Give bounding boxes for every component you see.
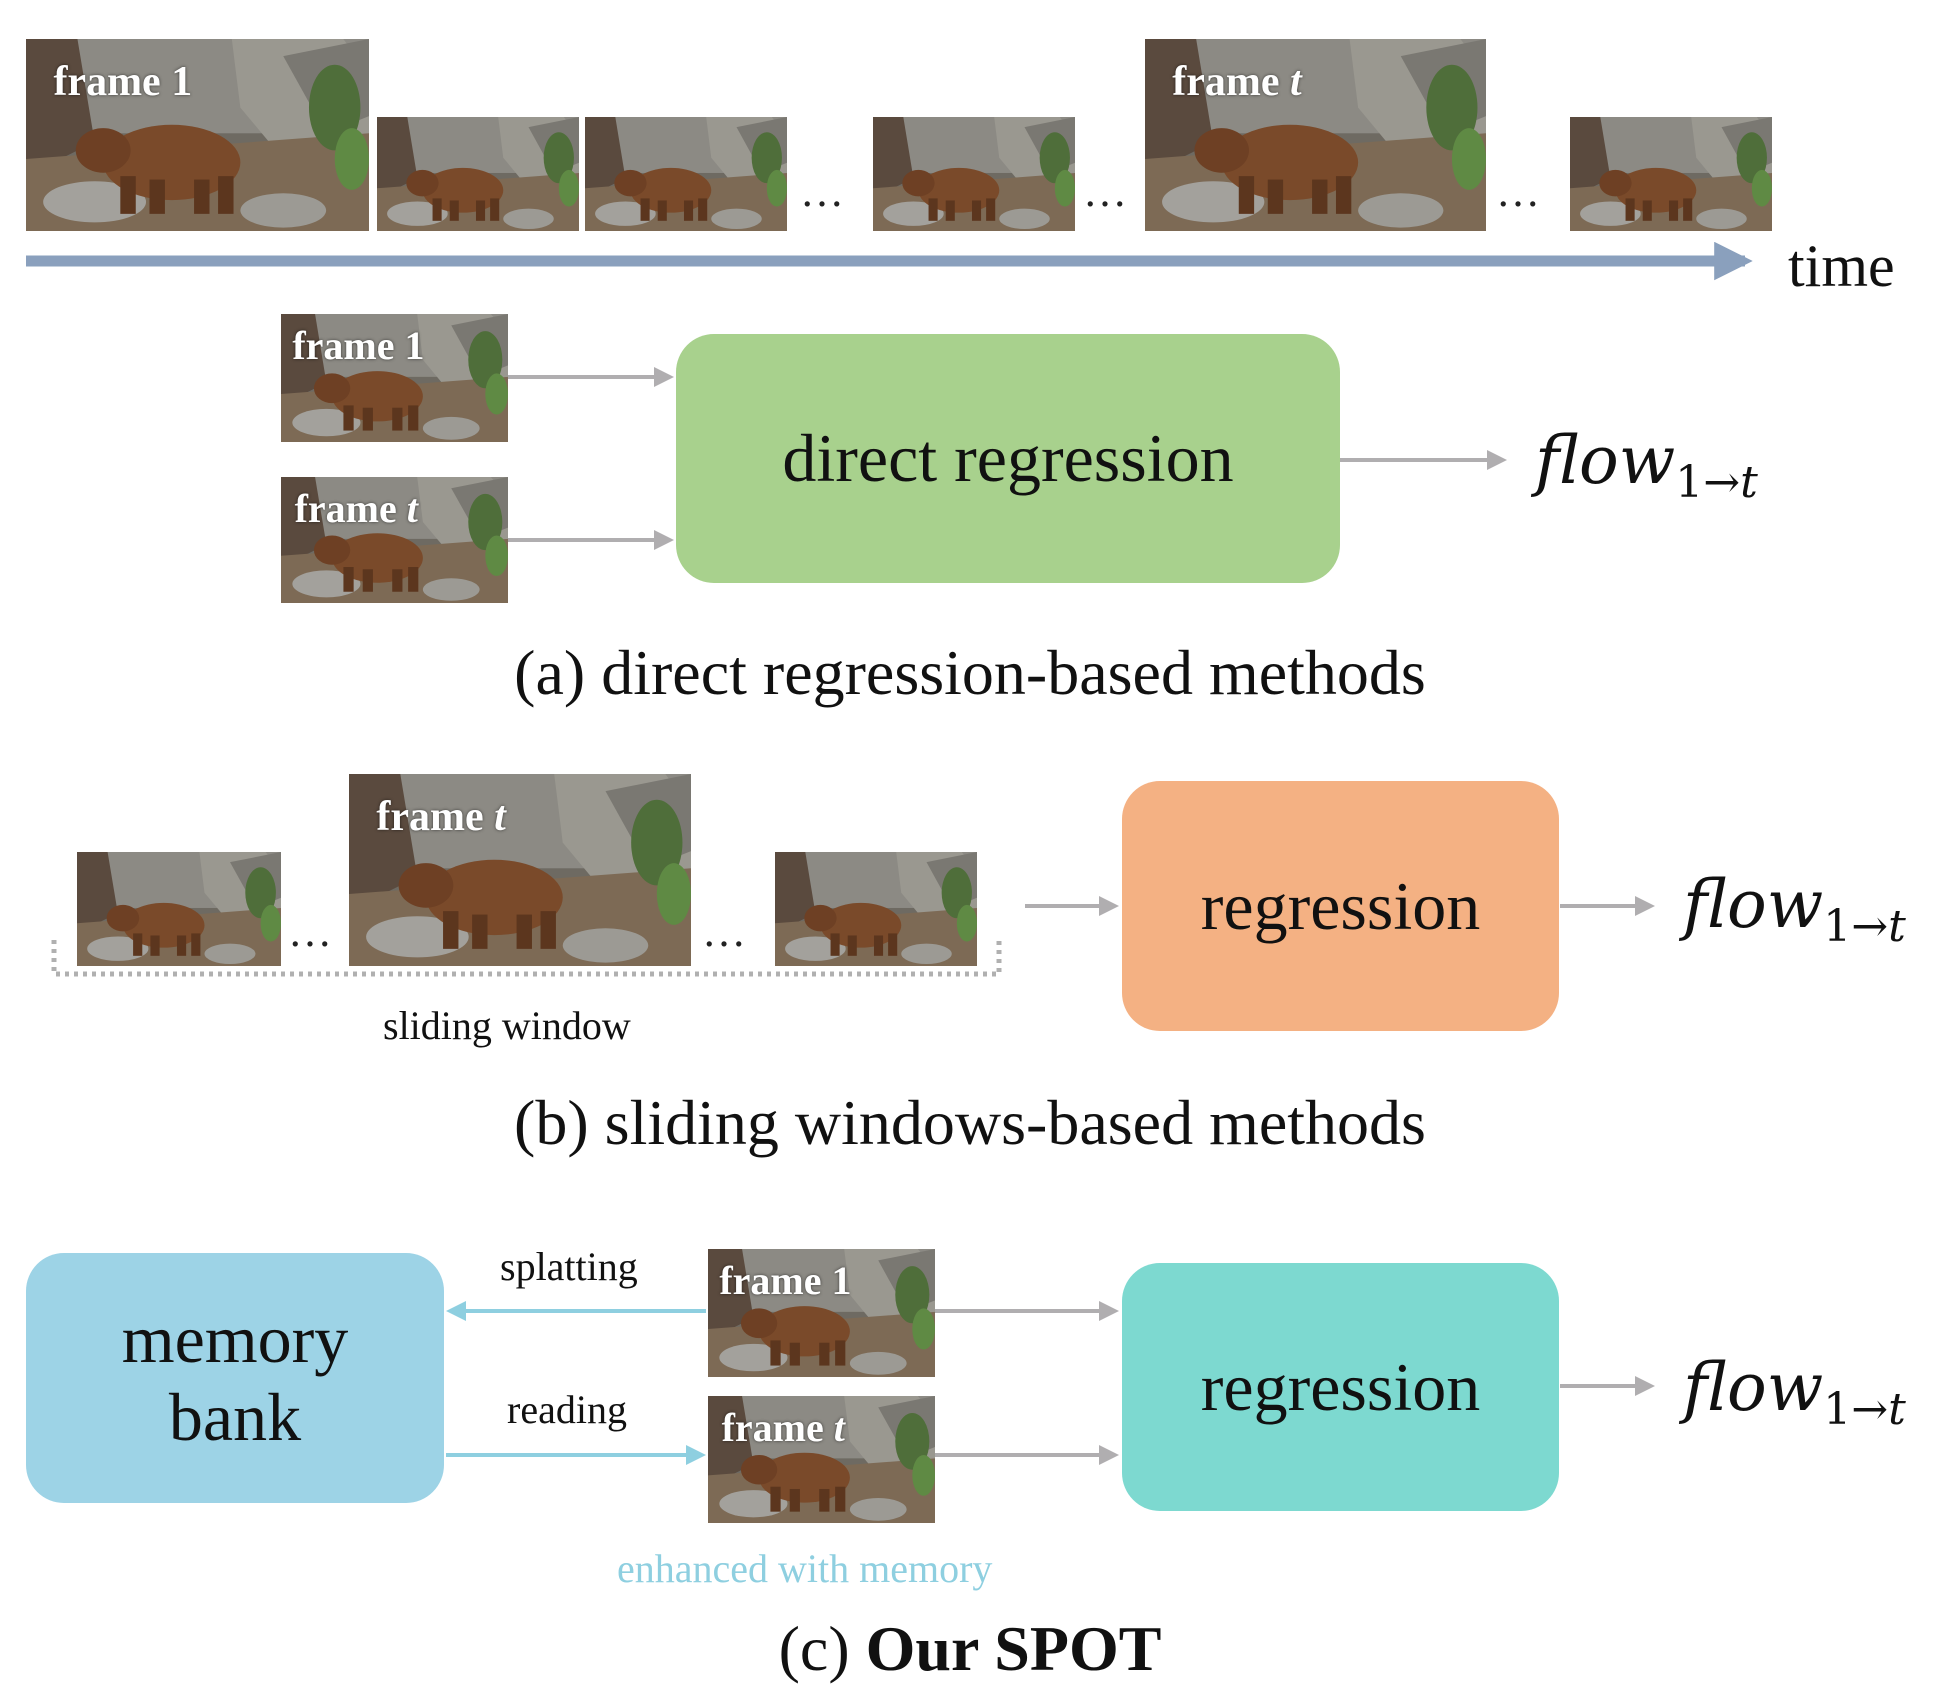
frame-label: frame t [376, 794, 506, 841]
flow-output-a: flow1→t [1535, 422, 1758, 508]
frame-label: frame 1 [292, 322, 425, 368]
frame-label: frame t [721, 1404, 845, 1450]
regression-label: regression [1200, 867, 1481, 944]
flow-output-c: flow1→t [1683, 1349, 1906, 1435]
frame-label: frame 1 [719, 1257, 852, 1303]
direct-regression-box: direct regression [676, 334, 1340, 583]
panel-c-frame-1-image: frame 1 [708, 1249, 935, 1377]
panel-a-frame-t-image: frame t [281, 477, 508, 603]
frame-label: frame t [294, 485, 418, 531]
direct-regression-label: direct regression [782, 420, 1234, 497]
memory-bank-box: memory bank [26, 1253, 444, 1503]
panel-b-frame-image [77, 852, 281, 966]
memory-bank-label-line1: memory [121, 1300, 349, 1377]
panel-c-frame-t-image: frame t [708, 1396, 935, 1523]
timeline-frame-1-image: frame 1 [26, 39, 369, 231]
ellipsis: … [1496, 167, 1544, 216]
ellipsis: … [1083, 167, 1131, 216]
panel-b-frame-image [775, 852, 977, 966]
frame-label: frame 1 [53, 59, 193, 106]
timeline-frame-t-image: frame t [1145, 39, 1486, 231]
ellipsis: … [288, 907, 336, 956]
ellipsis: … [800, 167, 848, 216]
enhanced-with-memory-label: enhanced with memory [617, 1546, 993, 1591]
frame-label: frame t [1172, 59, 1302, 106]
ellipsis: … [702, 907, 750, 956]
regression-box-c: regression [1122, 1263, 1559, 1511]
regression-label: regression [1200, 1348, 1481, 1425]
caption-b: (b) sliding windows-based methods [514, 1087, 1426, 1158]
sliding-window-label: sliding window [383, 1003, 631, 1048]
panel-a-frame-1-image: frame 1 [281, 314, 508, 442]
memory-bank-label-line2: bank [168, 1379, 302, 1455]
caption-c: (c) Our SPOT [778, 1613, 1162, 1684]
sliding-window-bracket [51, 940, 1002, 977]
caption-a: (a) direct regression-based methods [514, 637, 1426, 708]
flow-output-b: flow1→t [1683, 866, 1906, 952]
time-label: time [1788, 233, 1895, 299]
splatting-label: splatting [500, 1244, 638, 1289]
regression-box-b: regression [1122, 781, 1559, 1031]
reading-label: reading [507, 1387, 627, 1432]
panel-b-frame-t-image: frame t [349, 774, 691, 966]
